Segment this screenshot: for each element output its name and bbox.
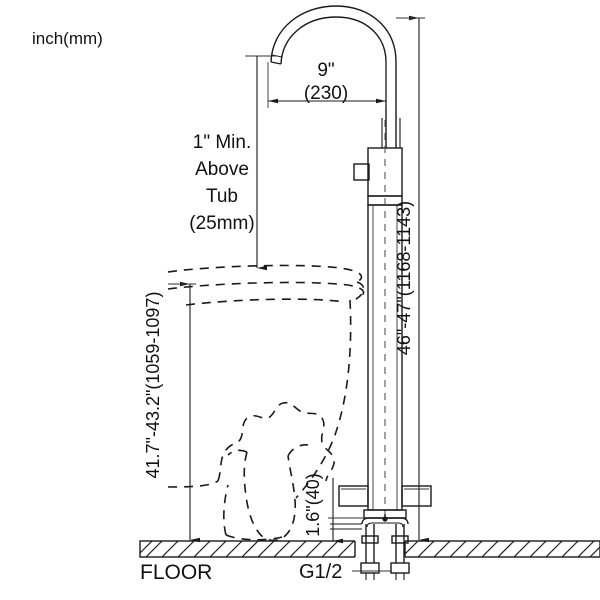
overall-height-text: 46"-47"(1168-1143): [394, 201, 414, 355]
spout-outer-curve: [270, 5, 397, 118]
unit-label: inch(mm): [32, 29, 103, 48]
clearance-line-3: Tub: [206, 186, 238, 207]
base-block-left: [338, 485, 369, 507]
bathtub-outline: [167, 264, 365, 542]
clearance-line-4: (25mm): [189, 213, 254, 234]
dimension-base-height: 1.6"(40): [303, 473, 364, 544]
clearance-line-2: Above: [195, 159, 249, 180]
manifold-tee: [382, 516, 388, 522]
faucet-assembly: [270, 5, 432, 580]
supply-label: G1/2: [299, 561, 342, 583]
tub-rim-height-text: 41.7"-43.2"(1059-1097): [143, 292, 163, 479]
dimension-clearance-above-tub: 1" Min. Above Tub (25mm): [189, 56, 267, 271]
floor-hatching: [139, 540, 600, 558]
supply-fitting-right: [390, 562, 410, 574]
spout-reach-mm: (230): [304, 83, 348, 104]
floor-band: [139, 540, 600, 558]
dimension-spout-reach: 9" (230): [245, 55, 387, 108]
clearance-line-1: 1" Min.: [193, 132, 251, 153]
spout-inner-curve: [280, 16, 387, 118]
supply-fitting-left: [360, 562, 380, 574]
dimension-overall-height: 46"-47"(1168-1143): [394, 15, 429, 543]
spout-reach-inch: 9": [317, 60, 334, 81]
dimension-tub-rim-height: 41.7"-43.2"(1059-1097): [143, 281, 200, 543]
base-height-text: 1.6"(40): [303, 473, 323, 536]
floor-label: FLOOR: [140, 561, 212, 584]
supply-label-group: G1/2: [299, 561, 392, 583]
faucet-handle: [353, 163, 370, 181]
